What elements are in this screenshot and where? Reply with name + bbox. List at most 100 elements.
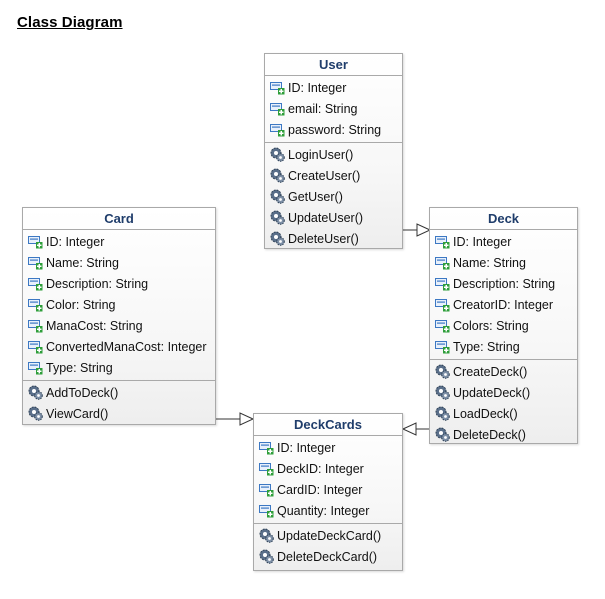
field-icon: [259, 463, 274, 476]
operation-item: UpdateDeck(): [430, 382, 577, 403]
field-icon: [435, 236, 450, 249]
field-icon: [28, 299, 43, 312]
operation-text: UpdateDeckCard(): [277, 528, 382, 543]
attribute-item: password: String: [265, 119, 402, 140]
page-title: Class Diagram: [17, 14, 123, 31]
operation-text: UpdateUser(): [288, 210, 364, 225]
method-icon: [28, 406, 43, 421]
attribute-item: Name: String: [23, 252, 215, 273]
attribute-text: Type: String: [453, 339, 520, 354]
method-icon: [270, 231, 285, 246]
field-icon: [28, 257, 43, 270]
field-icon: [270, 82, 285, 95]
operation-item: CreateUser(): [265, 165, 402, 186]
field-icon: [259, 442, 274, 455]
field-icon: [435, 299, 450, 312]
attribute-text: Description: String: [453, 276, 556, 291]
attribute-text: Quantity: Integer: [277, 503, 370, 518]
operation-text: DeleteDeckCard(): [277, 549, 378, 564]
operation-item: DeleteDeckCard(): [254, 546, 402, 567]
class-deckcards[interactable]: DeckCards ID: Integer DeckID: Integer Ca…: [253, 413, 403, 571]
class-user[interactable]: User ID: Integer email: String password:…: [264, 53, 403, 249]
attribute-item: CreatorID: Integer: [430, 294, 577, 315]
method-icon: [270, 147, 285, 162]
operations-section: UpdateDeckCard() DeleteDeckCard(): [254, 524, 402, 569]
attribute-text: email: String: [288, 101, 358, 116]
attribute-item: ID: Integer: [430, 231, 577, 252]
attribute-item: Type: String: [23, 357, 215, 378]
operation-item: AddToDeck(): [23, 382, 215, 403]
attribute-item: ID: Integer: [23, 231, 215, 252]
attribute-text: Color: String: [46, 297, 116, 312]
class-name: DeckCards: [254, 414, 402, 436]
operation-text: GetUser(): [288, 189, 343, 204]
class-deck[interactable]: Deck ID: Integer Name: String Descriptio…: [429, 207, 578, 444]
attribute-text: ID: Integer: [288, 80, 347, 95]
field-icon: [259, 505, 274, 518]
operation-text: ViewCard(): [46, 406, 109, 421]
attribute-text: CardID: Integer: [277, 482, 363, 497]
attribute-item: CardID: Integer: [254, 479, 402, 500]
class-name: Card: [23, 208, 215, 230]
operation-text: DeleteDeck(): [453, 427, 526, 442]
method-icon: [435, 385, 450, 400]
operation-item: GetUser(): [265, 186, 402, 207]
attributes-section: ID: Integer DeckID: Integer CardID: Inte…: [254, 436, 402, 524]
class-name: User: [265, 54, 402, 76]
field-icon: [28, 236, 43, 249]
class-name: Deck: [430, 208, 577, 230]
field-icon: [270, 103, 285, 116]
attributes-section: ID: Integer Name: String Description: St…: [23, 230, 215, 381]
operation-item: UpdateUser(): [265, 207, 402, 228]
operations-section: CreateDeck() UpdateDeck() LoadDeck() Del…: [430, 360, 577, 447]
attribute-item: Quantity: Integer: [254, 500, 402, 521]
deck-deckcards-arrowhead: [401, 422, 417, 436]
field-icon: [435, 320, 450, 333]
operation-text: LoginUser(): [288, 147, 354, 162]
attribute-text: DeckID: Integer: [277, 461, 364, 476]
attribute-text: ID: Integer: [46, 234, 105, 249]
attribute-item: ConvertedManaCost: Integer: [23, 336, 215, 357]
attribute-text: Name: String: [46, 255, 119, 270]
operation-text: LoadDeck(): [453, 406, 518, 421]
operation-text: DeleteUser(): [288, 231, 359, 246]
class-card[interactable]: Card ID: Integer Name: String Descriptio…: [22, 207, 216, 425]
attribute-item: Color: String: [23, 294, 215, 315]
attribute-item: ID: Integer: [265, 77, 402, 98]
operation-item: UpdateDeckCard(): [254, 525, 402, 546]
attribute-item: ManaCost: String: [23, 315, 215, 336]
method-icon: [435, 364, 450, 379]
operation-item: CreateDeck(): [430, 361, 577, 382]
attribute-text: password: String: [288, 122, 382, 137]
field-icon: [28, 320, 43, 333]
operation-item: DeleteDeck(): [430, 424, 577, 445]
method-icon: [28, 385, 43, 400]
attribute-item: Colors: String: [430, 315, 577, 336]
operation-text: UpdateDeck(): [453, 385, 531, 400]
operation-item: ViewCard(): [23, 403, 215, 424]
method-icon: [435, 406, 450, 421]
operations-section: LoginUser() CreateUser() GetUser() Updat…: [265, 143, 402, 251]
attribute-text: ID: Integer: [277, 440, 336, 455]
attribute-item: ID: Integer: [254, 437, 402, 458]
method-icon: [270, 210, 285, 225]
attribute-text: Name: String: [453, 255, 526, 270]
field-icon: [270, 124, 285, 137]
attribute-item: email: String: [265, 98, 402, 119]
user-deck-arrowhead: [416, 223, 432, 237]
field-icon: [28, 278, 43, 291]
attribute-text: Colors: String: [453, 318, 529, 333]
attribute-item: Type: String: [430, 336, 577, 357]
attribute-item: DeckID: Integer: [254, 458, 402, 479]
operation-text: CreateDeck(): [453, 364, 528, 379]
operations-section: AddToDeck() ViewCard(): [23, 381, 215, 426]
attribute-item: Name: String: [430, 252, 577, 273]
field-icon: [435, 257, 450, 270]
operation-text: CreateUser(): [288, 168, 361, 183]
operation-item: DeleteUser(): [265, 228, 402, 249]
attribute-text: ManaCost: String: [46, 318, 143, 333]
attribute-text: ConvertedManaCost: Integer: [46, 339, 207, 354]
attribute-text: Type: String: [46, 360, 113, 375]
attribute-text: Description: String: [46, 276, 149, 291]
